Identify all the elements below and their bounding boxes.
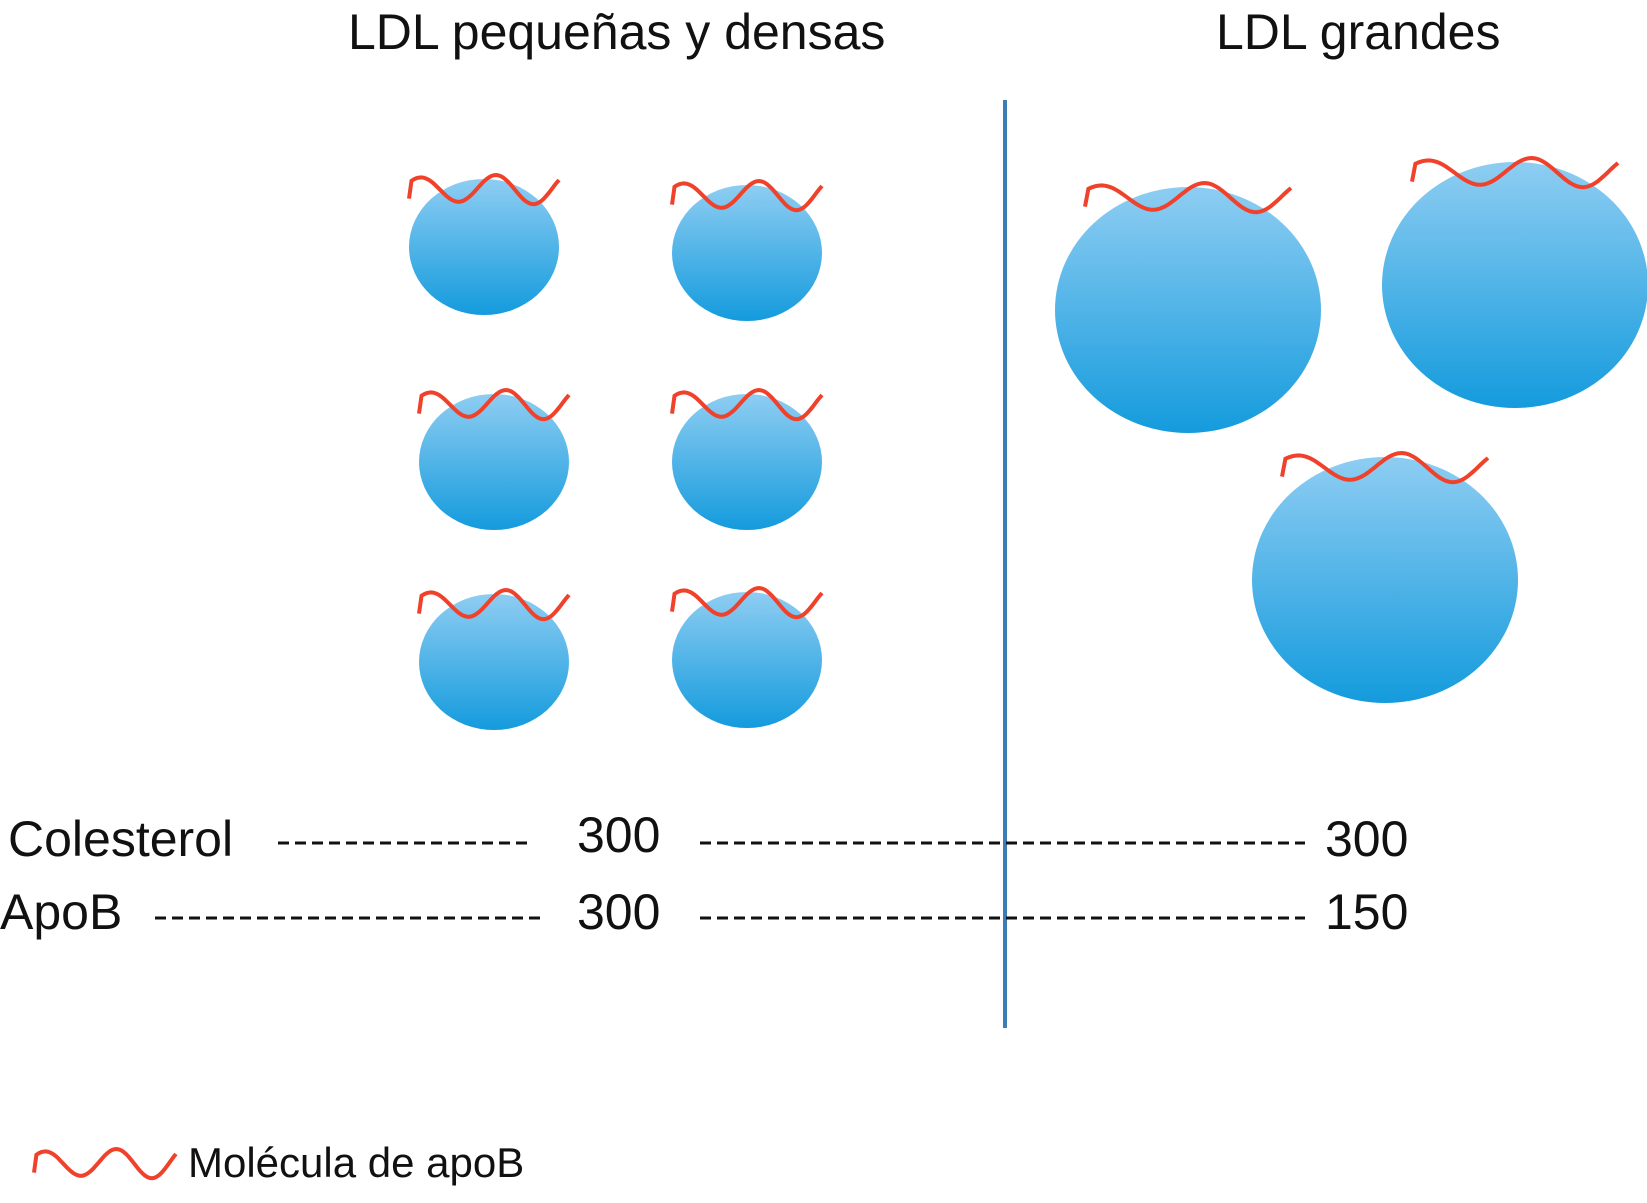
apob-molecule-icon	[417, 387, 571, 422]
value-colesterol-small-dense: 300	[577, 807, 661, 863]
large-ldl-particle	[1252, 457, 1518, 703]
apob-molecule-icon	[670, 387, 824, 422]
apob-molecule-icon	[1280, 450, 1490, 485]
value-apob-large: 150	[1325, 884, 1409, 940]
title-large-ldl: LDL grandes	[1216, 4, 1501, 60]
row-label-apob: ApoB	[0, 884, 123, 940]
particles-group	[407, 155, 1647, 730]
apob-molecule-icon	[670, 585, 824, 620]
dashed-leaders	[155, 841, 1305, 920]
small-ldl-particle	[419, 594, 569, 730]
small-ldl-particle	[672, 185, 822, 321]
apob-molecule-icon	[417, 587, 571, 622]
large-ldl-particle	[1055, 187, 1321, 433]
large-ldl-particle	[1382, 162, 1647, 408]
legend-label: Molécula de apoB	[188, 1139, 525, 1186]
apob-wave-icon	[32, 1146, 178, 1181]
title-small-dense-ldl: LDL pequeñas y densas	[348, 4, 886, 60]
apob-molecule-icon	[1410, 155, 1620, 190]
apob-molecule-icon	[407, 172, 561, 207]
value-colesterol-large: 300	[1325, 811, 1409, 867]
small-ldl-particle	[409, 179, 559, 315]
apob-molecule-icon	[1083, 180, 1293, 215]
small-ldl-particle	[419, 394, 569, 530]
small-ldl-particle	[672, 394, 822, 530]
small-ldl-particle	[672, 592, 822, 728]
value-apob-small-dense: 300	[577, 884, 661, 940]
apob-molecule-icon	[670, 178, 824, 213]
row-label-colesterol: Colesterol	[8, 811, 234, 867]
